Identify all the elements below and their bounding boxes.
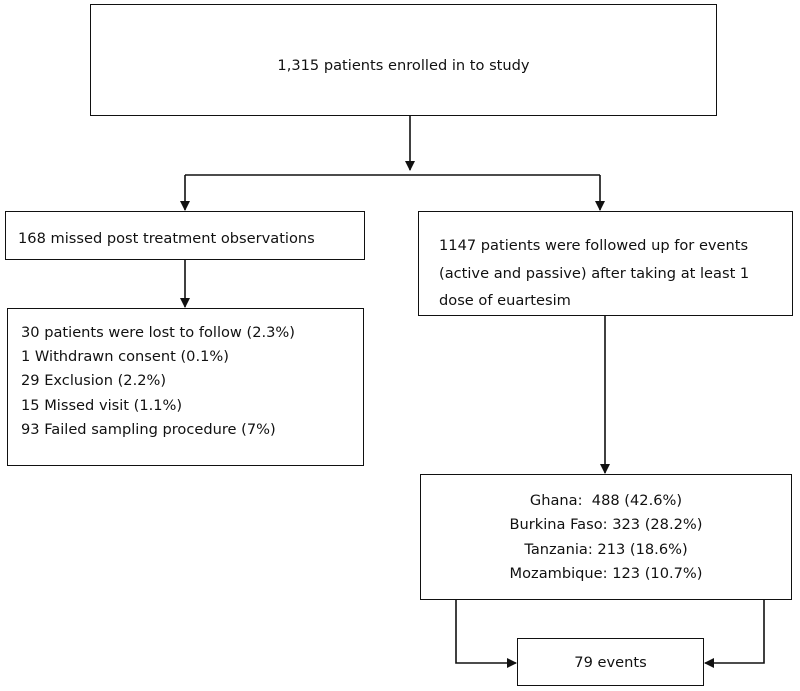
country-item: Mozambique: 123 (10.7%) xyxy=(509,564,703,582)
missed-detail-item: 1 Withdrawn consent (0.1%) xyxy=(21,348,229,366)
arrow-left-to-events xyxy=(455,600,517,668)
country-breakdown-box: Ghana: 488 (42.6%) Burkina Faso: 323 (28… xyxy=(420,474,792,600)
enrollment-text: 1,315 patients enrolled in to study xyxy=(277,57,530,74)
arrow-right-to-events xyxy=(704,600,765,668)
followed-up-text: 1147 patients were followed up for event… xyxy=(439,237,750,309)
country-item: Tanzania: 213 (18.6%) xyxy=(524,540,688,558)
country-item: Burkina Faso: 323 (28.2%) xyxy=(509,516,703,534)
followed-up-box: 1147 patients were followed up for event… xyxy=(418,211,793,316)
missed-details-box: 30 patients were lost to follow (2.3%) 1… xyxy=(7,308,364,466)
missed-details-list: 30 patients were lost to follow (2.3%) 1… xyxy=(21,321,295,442)
country-list: Ghana: 488 (42.6%) Burkina Faso: 323 (28… xyxy=(421,489,791,586)
events-text: 79 events xyxy=(574,654,647,671)
enrollment-box: 1,315 patients enrolled in to study xyxy=(90,4,717,116)
missed-observations-text: 168 missed post treatment observations xyxy=(18,230,315,247)
missed-observations-box: 168 missed post treatment observations xyxy=(5,211,365,260)
missed-detail-item: 29 Exclusion (2.2%) xyxy=(21,372,167,390)
missed-detail-item: 30 patients were lost to follow (2.3%) xyxy=(21,324,295,341)
country-item: Ghana: 488 (42.6%) xyxy=(529,492,683,509)
missed-detail-item: 93 Failed sampling procedure (7%) xyxy=(21,420,276,438)
missed-detail-item: 15 Missed visit (1.1%) xyxy=(21,396,183,414)
events-box: 79 events xyxy=(517,638,704,686)
